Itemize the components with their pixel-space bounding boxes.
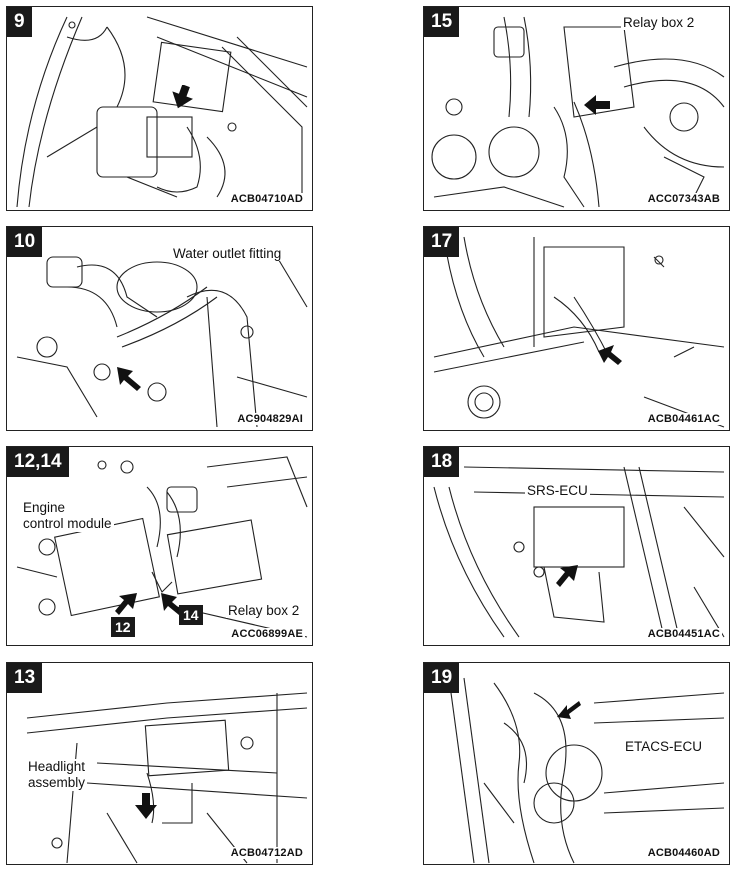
figure-code: ACB04710AD bbox=[228, 193, 305, 205]
callout-label-etacs-ecu: ETACS-ECU bbox=[623, 739, 705, 754]
callout-number-14: 14 bbox=[179, 605, 203, 625]
pointer-arrow-icon bbox=[598, 345, 622, 365]
illustration-relay-box-15 bbox=[431, 16, 725, 208]
figure-code: ACB04712AD bbox=[228, 847, 305, 859]
figure-code: ACB04460AD bbox=[645, 847, 722, 859]
pointer-arrow-icon bbox=[117, 367, 141, 391]
figure-panel-10: 10 Water outlet fitting AC904829AI bbox=[6, 226, 313, 431]
step-number: 15 bbox=[424, 7, 460, 37]
callout-label-srs-ecu: SRS-ECU bbox=[525, 483, 590, 498]
step-number: 12,14 bbox=[7, 447, 69, 477]
illustration-water-outlet-10 bbox=[16, 256, 308, 428]
pointer-arrow-icon bbox=[584, 95, 610, 115]
callout-label-relay-box-2: Relay box 2 bbox=[621, 15, 697, 30]
step-number: 18 bbox=[424, 447, 460, 477]
figure-code: ACB04461AC bbox=[645, 413, 722, 425]
figure-code: ACC07343AB bbox=[645, 193, 722, 205]
figure-panel-17: 17 ACB04461AC bbox=[423, 226, 730, 431]
figure-code: AC904829AI bbox=[235, 413, 305, 425]
figure-code: ACC06899AE bbox=[229, 628, 305, 640]
pointer-arrow-icon bbox=[172, 85, 193, 109]
illustration-srs-ecu-18 bbox=[433, 466, 725, 638]
figure-panel-9: 9 ACB04710AD bbox=[6, 6, 313, 211]
step-number: 19 bbox=[424, 663, 460, 693]
step-number: 9 bbox=[7, 7, 32, 37]
callout-number-12: 12 bbox=[111, 617, 135, 637]
illustration-connector-17 bbox=[433, 236, 725, 428]
illustration-wiring-9 bbox=[16, 16, 308, 208]
illustration-etacs-ecu-19 bbox=[448, 677, 725, 864]
pointer-arrow-icon bbox=[161, 593, 183, 615]
step-number: 13 bbox=[7, 663, 43, 693]
figure-panel-15: 15 Relay box 2 ACC07343AB bbox=[423, 6, 730, 211]
step-number: 10 bbox=[7, 227, 43, 257]
pointer-arrow-icon bbox=[115, 593, 137, 615]
figure-panel-19: 19 ETACS-ECU ACB04460AD bbox=[423, 662, 730, 865]
callout-label-relay-box-2: Relay box 2 bbox=[226, 603, 302, 618]
figure-panel-18: 18 SRS-ECU ACB04451AC bbox=[423, 446, 730, 646]
pointer-arrow-icon bbox=[557, 701, 581, 719]
pointer-arrow-icon bbox=[556, 565, 578, 587]
callout-label-water-outlet-fitting: Water outlet fitting bbox=[171, 246, 284, 261]
pointer-arrow-icon bbox=[135, 793, 157, 819]
illustration-headlight-13 bbox=[26, 692, 308, 864]
step-number: 17 bbox=[424, 227, 460, 257]
figure-code: ACB04451AC bbox=[645, 628, 722, 640]
